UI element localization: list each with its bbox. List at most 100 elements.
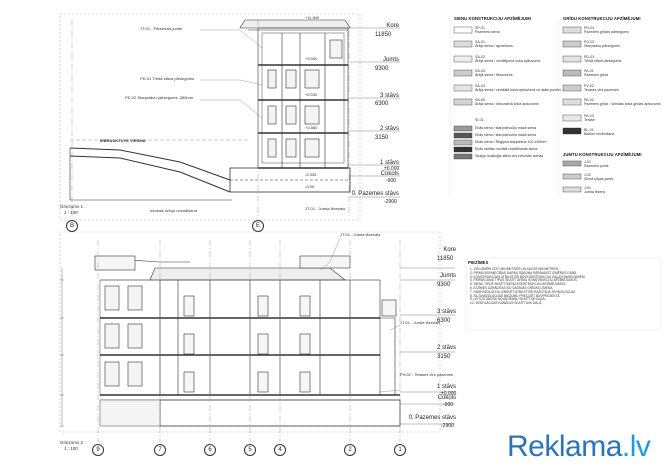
- bottom-level-basement-label: 0. Pazemes stāvs: [408, 415, 456, 421]
- top-level-roof-ridge-label: Kore: [386, 23, 399, 29]
- top-level-floor3-value: 6300: [375, 101, 389, 107]
- legend-wall-text-1: Ārēja siena / apmetums: [475, 44, 513, 48]
- note-line-4: 4. PĀRSEGUMU TIPUS SKATĪT GRĪDU KONSTRUK…: [470, 278, 578, 283]
- bottom-level-basement-value: -2900: [441, 423, 454, 429]
- top-level-basement-value: -2900: [384, 199, 397, 205]
- bottom-level-floor1-value: ±0,000: [441, 391, 457, 397]
- legend-wall-code-1: SA-01: [475, 40, 485, 44]
- top-note-interfloor: PD-02 Starpstāvu pārsegums, 280mm: [125, 95, 194, 100]
- top-note-roof: JT-01 - Pārsenais jumts: [140, 26, 183, 31]
- top-level-floor2-value: 3150: [375, 135, 389, 141]
- legend-floor-text-2: Trešā stāva pārsegums: [584, 59, 622, 63]
- top-section-building: [59, 13, 400, 221]
- bottom-note-roof-1: JT-01 - Jumta lēzenais: [340, 232, 381, 237]
- note-line-3: 3. KONSTRUKCIJAS ATBILSTOŠI BŪVKONSTRUKC…: [470, 274, 586, 279]
- legend-wall-text-10: Skapju izolācijas stiklu virs nesošās si…: [475, 154, 544, 158]
- note-line-8: 8. SILTUMIZOLĀCIJAS BIEZUMU PRECIZĒT BŪV…: [470, 293, 561, 298]
- bottom-axis-5: 5: [244, 444, 256, 456]
- top-level-plinth-label: Cokols: [380, 171, 399, 177]
- watermark-part-1: Reklama: [507, 430, 622, 463]
- top-mark-2: +9.000: [305, 56, 318, 61]
- legend-wall-text-6: Ekās siena / starpdzīvokļu mazā siena: [475, 126, 537, 130]
- note-line-10: 10. VENTILĀCIJAS KANĀLUS SKATĪT AVK DAĻĀ…: [470, 301, 543, 306]
- note-line-5: 5. SIENU TIPUS SKATĪT SIENU KONSTRUKCIJU…: [470, 282, 567, 287]
- bottom-drawing-scale: 1 : 100: [64, 446, 78, 451]
- legend-roof-text-0: Pazemes jumts: [584, 164, 609, 168]
- bottom-axis-6: 6: [204, 444, 216, 456]
- note-line-9: 9. LIETUS ŪDENS NOVADĪŠANU SKATĪT ŪK DAĻ…: [470, 297, 546, 302]
- bottom-axis-1: 1: [394, 444, 406, 456]
- note-line-2: 2. PIRMS BŪVNIECĪBAS DARBU SĀKUMA PĀRBAU…: [470, 270, 577, 275]
- legend-wall-code-2: SA-02: [475, 55, 485, 59]
- legend-floor-code-7: BL-01: [584, 128, 594, 132]
- top-drawing-label: Griezums 1: [60, 204, 84, 209]
- bottom-level-floor3-label: 3 stāvs: [436, 309, 456, 315]
- top-level-floor1-label: 1 stāvs: [379, 160, 399, 166]
- legend-swatches: [453, 26, 582, 193]
- legend-floor-code-0: PG-01: [584, 26, 595, 30]
- legend-floor-text-7: Balkon novēlošana: [584, 132, 615, 136]
- legend-floor-code-4: PV-02: [584, 84, 594, 88]
- reklama-watermark-logo: Reklama.lv: [507, 430, 651, 464]
- bottom-axis-4: 4: [274, 444, 286, 456]
- bottom-note-terrace: PV-02 - Terases virs pazemes: [400, 372, 454, 377]
- legend-floor-code-1: PG-02: [584, 40, 595, 44]
- note-line-6: 6. ATZĪMES UZRĀDĪTAS NO GATAVĀS GRĪDAS L…: [470, 285, 554, 290]
- legend-floor-code-2: PD-03: [584, 55, 595, 59]
- top-axis-e: E: [252, 220, 264, 232]
- top-level-floor1-value: ±0,000: [384, 166, 400, 172]
- note-line-1: 1. VISI IZMĒRI DOTI MILIMETROS UN AUGSTU…: [470, 267, 559, 271]
- legend-wall-text-8: Ekās siena / Reģipša starpsiena 100-150m…: [475, 140, 547, 144]
- legend-wall-code-3: SA-03: [475, 69, 485, 73]
- top-note-floor3: PD-01 Trešā stāva pārsegums: [140, 76, 195, 81]
- legend-floor-code-3: PA-01: [584, 69, 594, 73]
- legend-roof-text-1: Slīmā slīpas jumts: [584, 177, 614, 181]
- bottom-level-plinth-value: -900: [443, 402, 454, 408]
- legend-floor-code-5: PA-02: [584, 98, 594, 102]
- bottom-level-roof-ridge-label: Kore: [443, 247, 456, 253]
- bottom-axis-2: 2: [344, 444, 356, 456]
- bottom-note-roof-2: JT-01 - Jumta lēzenais: [400, 320, 441, 325]
- top-axis-b: B: [66, 220, 78, 232]
- bottom-level-roof-value: 9300: [437, 282, 451, 288]
- legend-roof-code-2: J-0x: [584, 186, 591, 190]
- legend-floor-text-0: Pazemes grīdas pārsegums: [584, 30, 629, 34]
- top-slope-label: IEBRAUKTUVE VIRSMA: [100, 138, 146, 143]
- top-mark-4: +2.880: [305, 125, 318, 130]
- bottom-axis-7: 7: [154, 444, 166, 456]
- legend-wall-code-5: SA-05: [475, 98, 485, 102]
- bottom-level-floor2-label: 2 stāvs: [436, 345, 456, 351]
- legend-wall-code-6: SI-01: [475, 118, 484, 122]
- legend-wall-text-0: Pazemes siena: [475, 30, 500, 34]
- top-drawing-scale: 1 : 100: [64, 210, 78, 215]
- legend-wall-text-4: Ārēja siena / vertikālā koka apšuvums no…: [475, 88, 562, 92]
- top-mark-3: +6.030: [305, 92, 318, 97]
- legend-floor-text-6: Terase: [584, 118, 595, 122]
- legend-wall-text-9: Ekās šahtas nomālā nodalīšanās siena: [475, 147, 538, 151]
- legend-roof-text-2: Jumta lēzens: [584, 190, 606, 194]
- legend-floors-title: GRĪDU KONSTRUKCIJU APZĪMĒJUMI: [563, 16, 641, 21]
- top-level-roof-value: 9300: [375, 66, 389, 72]
- bottom-level-floor3-value: 6300: [437, 318, 451, 324]
- legend-wall-text-5: Ārēja siena / dekoratīvā koka apšuvums: [475, 102, 539, 106]
- bottom-level-plinth-label: Cokols: [437, 395, 456, 401]
- legend-roof-code-1: J-02: [584, 173, 591, 177]
- top-level-plinth-value: -900: [386, 178, 397, 184]
- bottom-section-building: [59, 231, 455, 442]
- watermark-part-2: .lv: [621, 430, 651, 463]
- bottom-axis-9: 9: [92, 444, 104, 456]
- legend-floor-text-1: Starpstāvu pārsegums: [584, 44, 620, 48]
- legend-wall-code-4: SA-04: [475, 84, 485, 88]
- top-mark-1: +11.840: [305, 15, 320, 20]
- legend-wall-text-7: Ekās siena / starpdzīvokļu mazā siena: [475, 133, 537, 137]
- legend-floor-code-6: PA-03: [584, 114, 594, 118]
- legend-walls-title: SIENU KONSTRUKCIJU APZĪMĒJUMI: [454, 16, 531, 21]
- legend-wall-text-2: Ārēja siena / ventilējuma koka apšuvums: [475, 59, 541, 63]
- top-level-floor2-label: 2 stāvs: [379, 126, 399, 132]
- bottom-level-roof-label: Jumts: [439, 273, 456, 279]
- legend-floor-text-5: Pazemes grīda - slīmdas koka grīdas apšu…: [584, 102, 661, 106]
- bottom-level-floor2-value: 3150: [437, 354, 451, 360]
- top-level-roof-label: Jumts: [382, 57, 399, 63]
